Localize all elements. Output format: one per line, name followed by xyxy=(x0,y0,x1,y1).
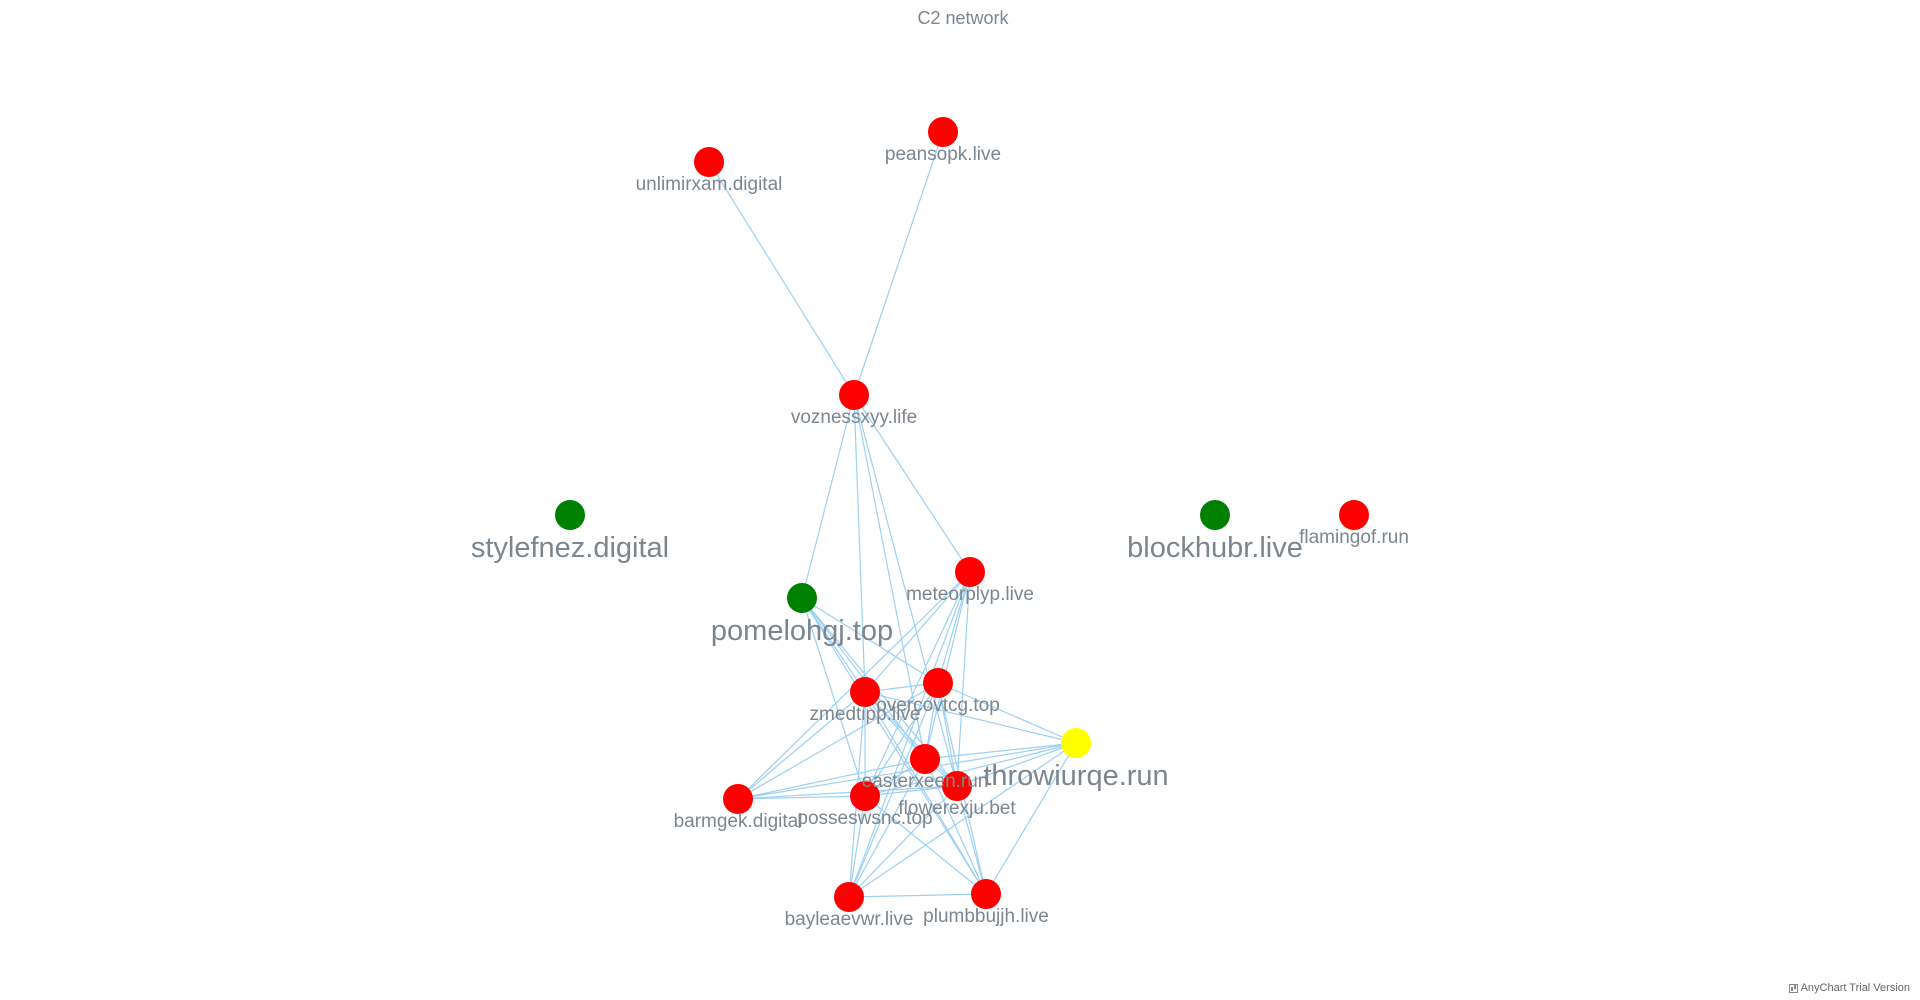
edge-barmgek.digital-posseswsnc.top[interactable] xyxy=(737,795,866,800)
node-barmgek.digital[interactable] xyxy=(723,784,753,814)
edge-voznessxyy.life-meteorplyp.live[interactable] xyxy=(853,394,971,573)
edge-voznessxyy.life-easterxeen.run[interactable] xyxy=(853,394,926,760)
edge-unlimirxam.digital-voznessxyy.life[interactable] xyxy=(708,161,855,396)
edge-zmedtipp.live-barmgek.digital[interactable] xyxy=(737,691,866,800)
node-label-zmedtipp.live: zmedtipp.live xyxy=(810,704,921,725)
nodes-layer xyxy=(555,117,1369,912)
watermark[interactable]: AnyChart Trial Version xyxy=(1788,982,1910,994)
edge-meteorplyp.live-bayleaevwr.live[interactable] xyxy=(848,571,971,898)
node-label-unlimirxam.digital: unlimirxam.digital xyxy=(636,174,783,195)
edge-overcovtcg.top-barmgek.digital[interactable] xyxy=(737,682,939,800)
node-label-stylefnez.digital: stylefnez.digital xyxy=(471,532,669,564)
node-pomelohgj.top[interactable] xyxy=(787,583,817,613)
edge-plumbbujjh.live-throwiurqe.run[interactable] xyxy=(985,742,1077,895)
edge-pomelohgj.top-plumbbujjh.live[interactable] xyxy=(801,597,987,895)
chart-title: C2 network xyxy=(917,8,1009,28)
node-label-meteorplyp.live: meteorplyp.live xyxy=(906,584,1034,605)
edge-easterxeen.run-plumbbujjh.live[interactable] xyxy=(924,758,987,895)
node-label-easterxeen.run: easterxeen.run xyxy=(862,771,989,792)
edge-easterxeen.run-barmgek.digital[interactable] xyxy=(737,758,926,800)
edge-peansopk.live-voznessxyy.life[interactable] xyxy=(853,131,944,396)
node-flamingof.run[interactable] xyxy=(1339,500,1369,530)
edge-voznessxyy.life-zmedtipp.live[interactable] xyxy=(853,394,866,693)
edge-barmgek.digital-throwiurqe.run[interactable] xyxy=(737,742,1077,800)
node-label-posseswsnc.top: posseswsnc.top xyxy=(797,808,932,829)
node-posseswsnc.top[interactable] xyxy=(850,781,880,811)
edge-pomelohgj.top-zmedtipp.live[interactable] xyxy=(801,597,866,693)
node-bayleaevwr.live[interactable] xyxy=(834,882,864,912)
edge-zmedtipp.live-flowerexju.bet[interactable] xyxy=(864,691,958,787)
edge-easterxeen.run-bayleaevwr.live[interactable] xyxy=(848,758,926,898)
node-throwiurqe.run[interactable] xyxy=(1061,728,1091,758)
edge-bayleaevwr.live-throwiurqe.run[interactable] xyxy=(848,742,1077,898)
node-label-throwiurqe.run: throwiurqe.run xyxy=(983,760,1168,792)
node-label-flamingof.run: flamingof.run xyxy=(1299,527,1409,548)
edge-pomelohgj.top-overcovtcg.top[interactable] xyxy=(801,597,939,684)
node-zmedtipp.live[interactable] xyxy=(850,677,880,707)
node-label-voznessxyy.life: voznessxyy.life xyxy=(791,407,917,428)
edge-voznessxyy.life-pomelohgj.top[interactable] xyxy=(801,394,855,599)
edge-posseswsnc.top-throwiurqe.run[interactable] xyxy=(864,742,1077,797)
edge-posseswsnc.top-bayleaevwr.live[interactable] xyxy=(848,795,866,898)
node-stylefnez.digital[interactable] xyxy=(555,500,585,530)
node-easterxeen.run[interactable] xyxy=(910,744,940,774)
labels-layer: unlimirxam.digital peansopk.live voznessxy… xyxy=(471,144,1409,930)
edge-pomelohgj.top-posseswsnc.top[interactable] xyxy=(801,597,866,797)
node-meteorplyp.live[interactable] xyxy=(955,557,985,587)
edge-meteorplyp.live-easterxeen.run[interactable] xyxy=(924,571,971,760)
node-label-flowerexju.bet: flowerexju.bet xyxy=(898,798,1016,819)
edge-overcovtcg.top-flowerexju.bet[interactable] xyxy=(937,682,958,787)
edge-meteorplyp.live-zmedtipp.live[interactable] xyxy=(864,571,971,693)
node-label-peansopk.live: peansopk.live xyxy=(885,144,1001,165)
node-peansopk.live[interactable] xyxy=(928,117,958,147)
edge-zmedtipp.live-throwiurqe.run[interactable] xyxy=(864,691,1077,744)
edge-flowerexju.bet-plumbbujjh.live[interactable] xyxy=(956,785,987,895)
edge-flowerexju.bet-barmgek.digital[interactable] xyxy=(737,785,958,800)
node-label-barmgek.digital: barmgek.digital xyxy=(674,811,803,832)
node-plumbbujjh.live[interactable] xyxy=(971,879,1001,909)
edge-flowerexju.bet-throwiurqe.run[interactable] xyxy=(956,742,1077,787)
edge-flowerexju.bet-posseswsnc.top[interactable] xyxy=(864,785,958,797)
edge-easterxeen.run-throwiurqe.run[interactable] xyxy=(924,742,1077,760)
node-overcovtcg.top[interactable] xyxy=(923,668,953,698)
node-label-overcovtcg.top: overcovtcg.top xyxy=(876,695,1000,716)
node-voznessxyy.life[interactable] xyxy=(839,380,869,410)
chart-icon xyxy=(1788,983,1798,993)
edge-meteorplyp.live-posseswsnc.top[interactable] xyxy=(864,571,971,797)
node-blockhubr.live[interactable] xyxy=(1200,500,1230,530)
node-unlimirxam.digital[interactable] xyxy=(694,147,724,177)
node-label-bayleaevwr.live: bayleaevwr.live xyxy=(785,909,914,930)
node-label-pomelohgj.top: pomelohgj.top xyxy=(711,615,893,647)
edge-meteorplyp.live-flowerexju.bet[interactable] xyxy=(956,571,971,787)
node-label-blockhubr.live: blockhubr.live xyxy=(1127,532,1303,564)
edge-flowerexju.bet-bayleaevwr.live[interactable] xyxy=(848,785,958,898)
edge-bayleaevwr.live-plumbbujjh.live[interactable] xyxy=(848,893,987,898)
node-flowerexju.bet[interactable] xyxy=(942,771,972,801)
edge-overcovtcg.top-throwiurqe.run[interactable] xyxy=(937,682,1077,744)
node-label-plumbbujjh.live: plumbbujjh.live xyxy=(923,906,1049,927)
edge-zmedtipp.live-plumbbujjh.live[interactable] xyxy=(864,691,987,895)
edge-voznessxyy.life-flowerexju.bet[interactable] xyxy=(853,394,958,787)
edge-meteorplyp.live-overcovtcg.top[interactable] xyxy=(937,571,971,684)
watermark-text: AnyChart Trial Version xyxy=(1800,982,1910,994)
edge-overcovtcg.top-posseswsnc.top[interactable] xyxy=(864,682,939,797)
